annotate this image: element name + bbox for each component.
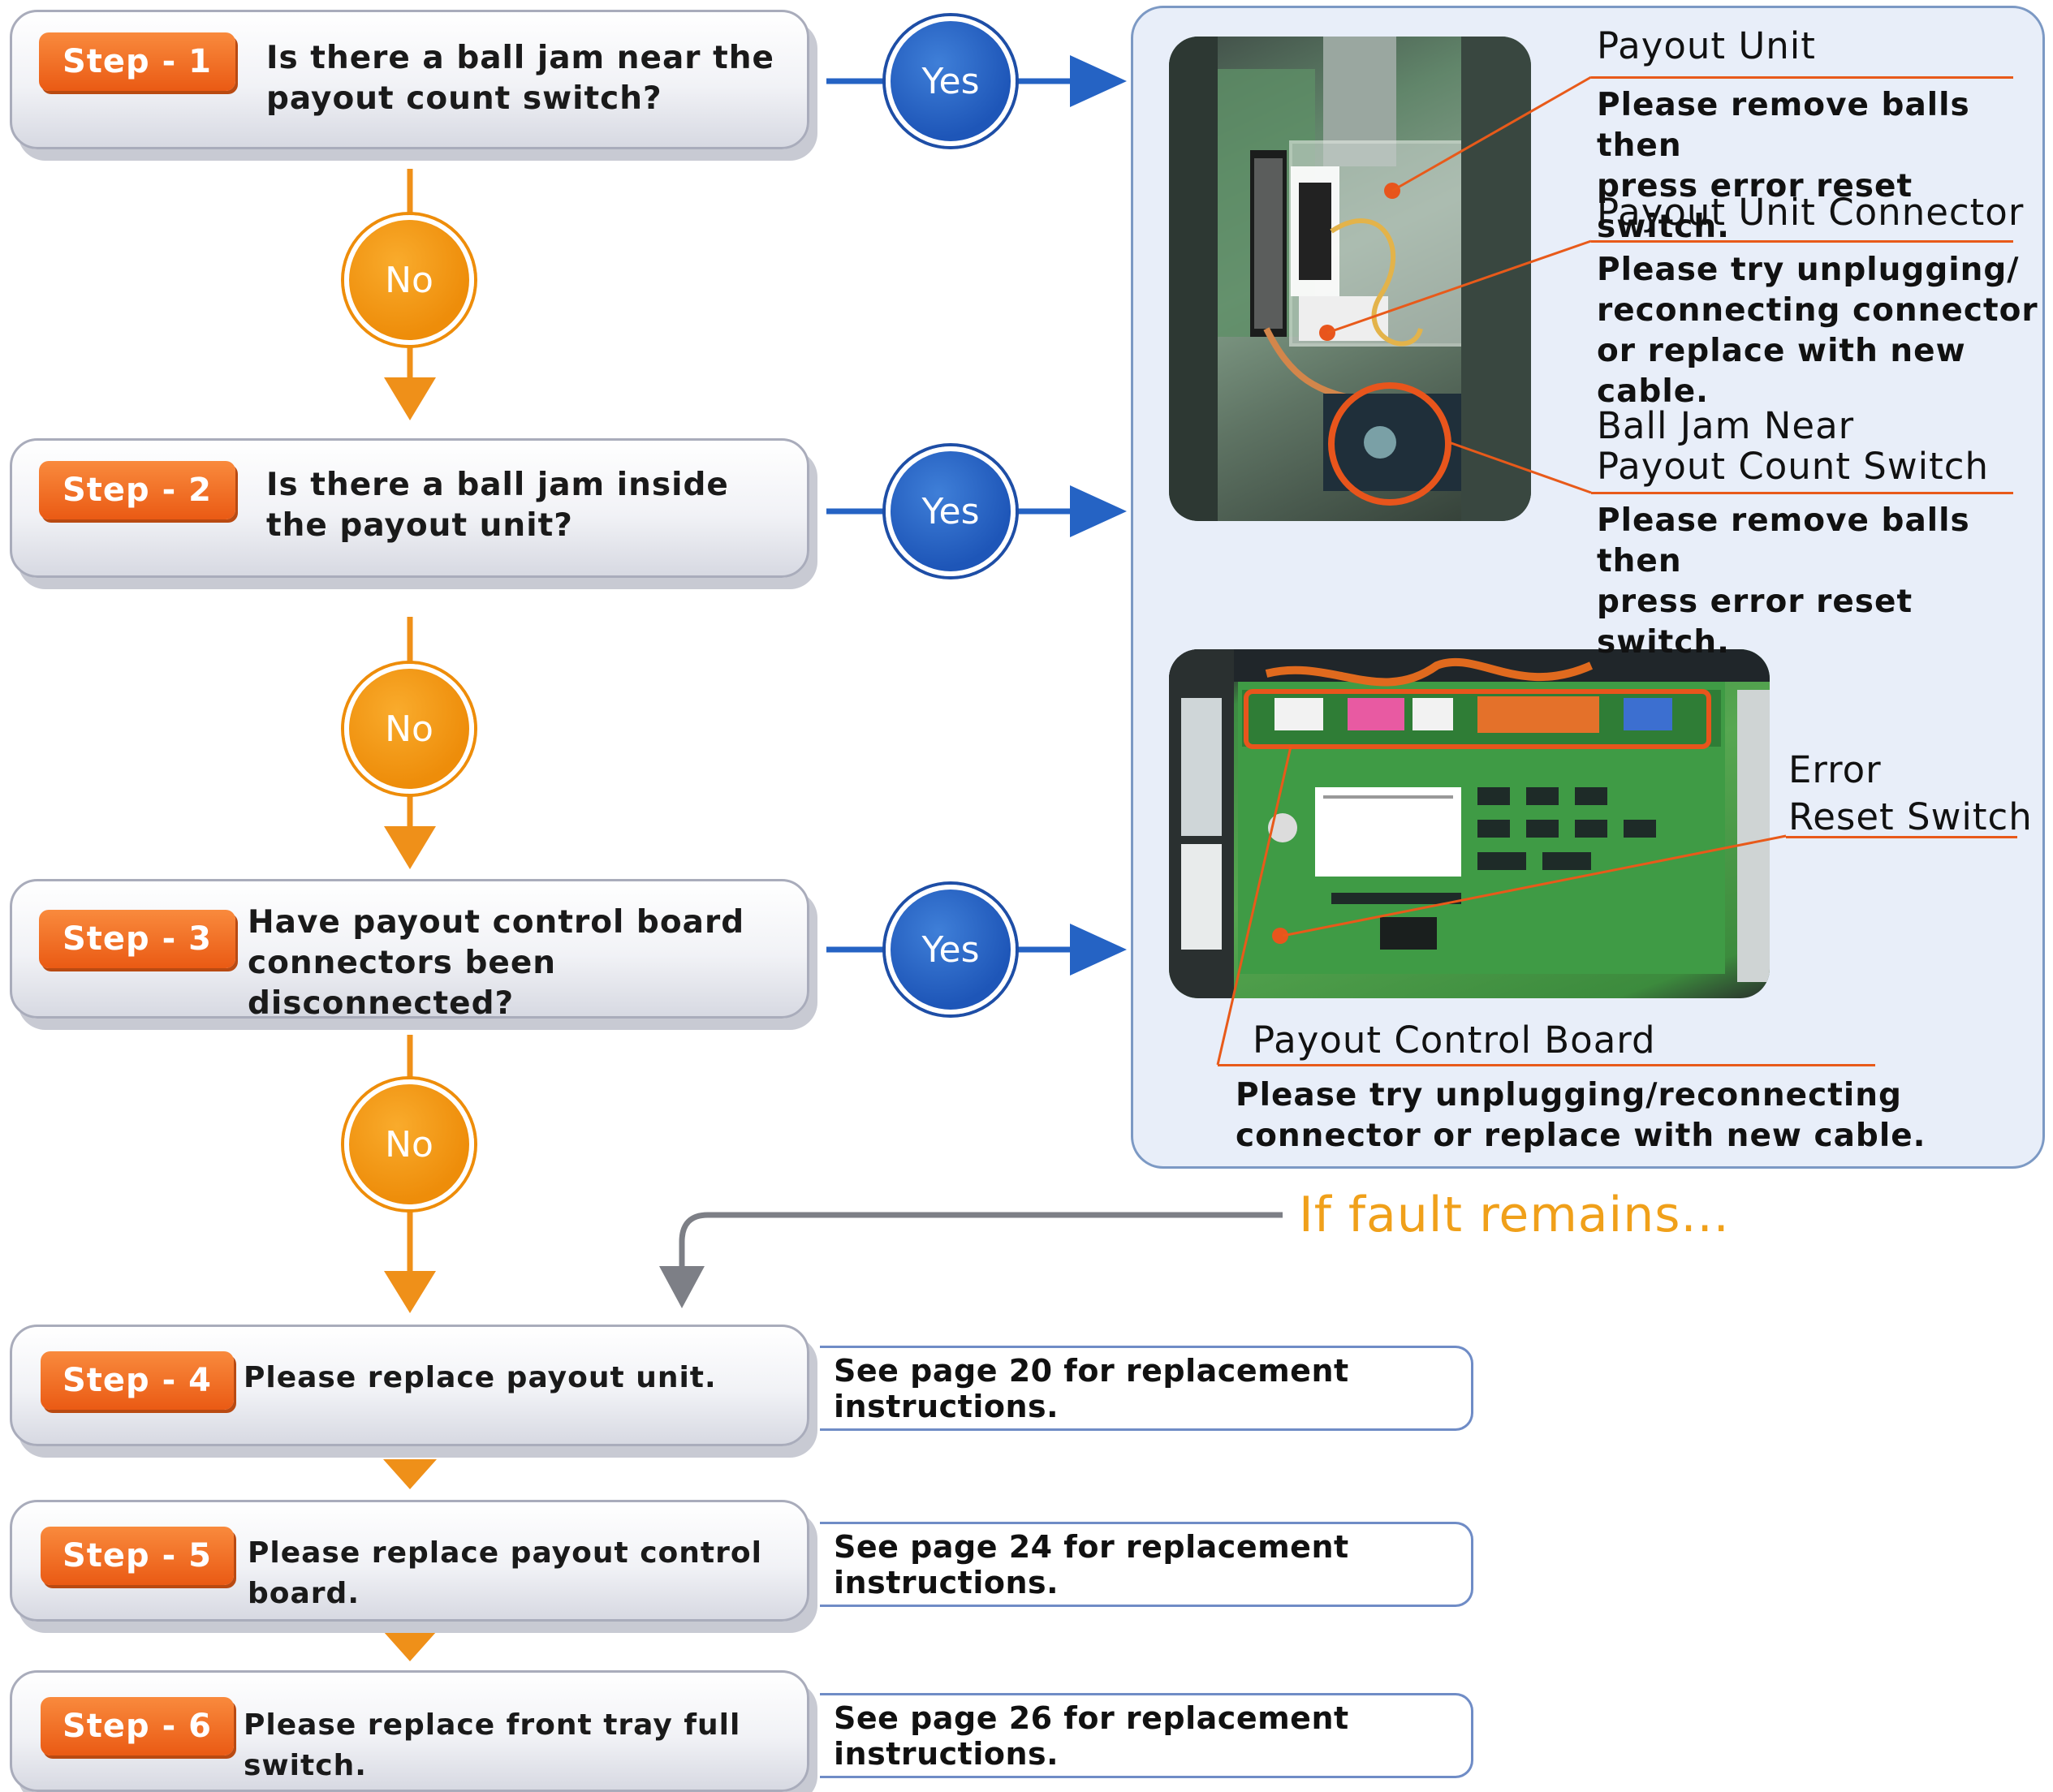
yes-badge-step-1: Yes — [886, 16, 1016, 146]
connector-instruction-line2: reconnecting connector — [1597, 292, 2038, 329]
arrow-down-icon — [383, 1631, 437, 1661]
payout-unit-photo — [1169, 37, 1531, 521]
payout-unit-instruction-line1: Please remove balls then — [1597, 87, 1970, 164]
payout-unit-instruction: Please remove balls then press error res… — [1597, 85, 2053, 248]
step-1-question-line2: payout count switch? — [266, 80, 662, 117]
step-2-box: Step - 2 Is there a ball jam inside the … — [10, 438, 809, 578]
step-6-box: Step - 6 Please replace front tray full … — [10, 1670, 809, 1792]
control-board-instruction-line1: Please try unplugging/reconnecting — [1236, 1077, 1902, 1114]
connector-instruction: Please try unplugging/ reconnecting conn… — [1597, 250, 2053, 412]
yes-badge-step-3: Yes — [886, 885, 1016, 1014]
step-6-tag: Step - 6 — [41, 1697, 234, 1755]
step-3-tag: Step - 3 — [39, 910, 235, 968]
callout-line-payout-unit — [1391, 75, 1592, 192]
step-2-question-line1: Is there a ball jam inside — [266, 467, 729, 503]
ball-jam-label-line1: Ball Jam Near — [1597, 404, 1855, 447]
ball-jam-label-line2: Payout Count Switch — [1597, 445, 1990, 488]
error-reset-switch-label: Error Reset Switch — [1788, 747, 2033, 841]
arrow-right-icon — [1070, 55, 1127, 107]
step-6-reference: See page 26 for replacement instructions… — [820, 1693, 1473, 1778]
step-4-tag: Step - 4 — [41, 1351, 234, 1410]
no-badge-step-3: No — [344, 1079, 474, 1209]
payout-unit-connector-label: Payout Unit Connector — [1597, 191, 2025, 234]
step-4-instruction: Please replace payout unit. — [244, 1361, 717, 1394]
arrow-down-icon — [383, 1459, 437, 1489]
callout-line-error-reset — [1282, 834, 1787, 937]
ball-jam-instruction: Please remove balls then press error res… — [1597, 501, 2053, 663]
step-2-tag: Step - 2 — [39, 461, 235, 519]
payout-control-board-label: Payout Control Board — [1253, 1019, 1656, 1062]
callout-line-ball-jam — [1448, 441, 1592, 494]
control-board-instruction: Please try unplugging/reconnecting conne… — [1236, 1075, 1926, 1157]
step-3-question: Have payout control board connectors bee… — [248, 902, 807, 1024]
ball-jam-instruction-line2: press error reset switch. — [1597, 584, 1913, 661]
step-1-question: Is there a ball jam near the payout coun… — [266, 38, 774, 119]
ball-jam-underline — [1591, 492, 2013, 494]
step-3-question-line1: Have payout control board — [248, 904, 745, 941]
step-3-box: Step - 3 Have payout control board conne… — [10, 879, 809, 1022]
payout-unit-instruction-line2: press error reset switch. — [1597, 168, 1913, 245]
payout-control-board-photo — [1169, 649, 1770, 998]
arrow-right-icon — [1070, 485, 1127, 537]
arrow-down-icon — [384, 1271, 436, 1313]
error-reset-label-line2: Reset Switch — [1788, 795, 2033, 838]
step-2-question: Is there a ball jam inside the payout un… — [266, 465, 729, 546]
ball-jam-instruction-line1: Please remove balls then — [1597, 502, 1970, 579]
fault-remains-label: If fault remains... — [1299, 1187, 1730, 1243]
connector-instruction-line3: or replace with new cable. — [1597, 333, 1966, 410]
payout-unit-underline — [1591, 76, 2013, 79]
step-5-instruction: Please replace payout control board. — [248, 1536, 762, 1610]
payout-unit-label: Payout Unit — [1597, 24, 1816, 67]
callout-line-connector — [1326, 239, 1592, 334]
no-badge-step-2: No — [344, 664, 474, 794]
step-5-reference: See page 24 for replacement instructions… — [820, 1522, 1473, 1607]
step-2-question-line2: the payout unit? — [266, 507, 573, 544]
control-board-underline — [1218, 1064, 1875, 1066]
arrow-down-icon — [384, 826, 436, 869]
arrow-down-icon — [659, 1266, 705, 1308]
error-reset-label-line1: Error — [1788, 748, 1882, 791]
step-4-reference: See page 20 for replacement instructions… — [820, 1346, 1473, 1431]
arrow-right-icon — [1070, 924, 1127, 976]
error-reset-underline — [1786, 836, 2017, 838]
step-6-instruction: Please replace front tray full switch. — [244, 1708, 741, 1782]
control-board-instruction-line2: connector or replace with new cable. — [1236, 1118, 1926, 1154]
ball-jam-label: Ball Jam Near Payout Count Switch — [1597, 406, 1989, 487]
step-1-tag: Step - 1 — [39, 32, 235, 91]
step-5-box: Step - 5 Please replace payout control b… — [10, 1500, 809, 1622]
connector-underline — [1591, 240, 2013, 243]
step-1-question-line1: Is there a ball jam near the — [266, 40, 774, 76]
connector-line — [679, 1212, 1283, 1270]
step-5-tag: Step - 5 — [41, 1527, 234, 1585]
connector-instruction-line1: Please try unplugging/ — [1597, 252, 2020, 288]
arrow-down-icon — [384, 377, 436, 420]
yes-badge-step-2: Yes — [886, 446, 1016, 576]
no-badge-step-1: No — [344, 215, 474, 345]
step-1-box: Step - 1 Is there a ball jam near the pa… — [10, 10, 809, 149]
callout-line-control-board — [1216, 746, 1292, 1066]
step-4-box: Step - 4 Please replace payout unit. — [10, 1325, 809, 1446]
step-3-question-line2: connectors been disconnected? — [248, 945, 557, 1022]
